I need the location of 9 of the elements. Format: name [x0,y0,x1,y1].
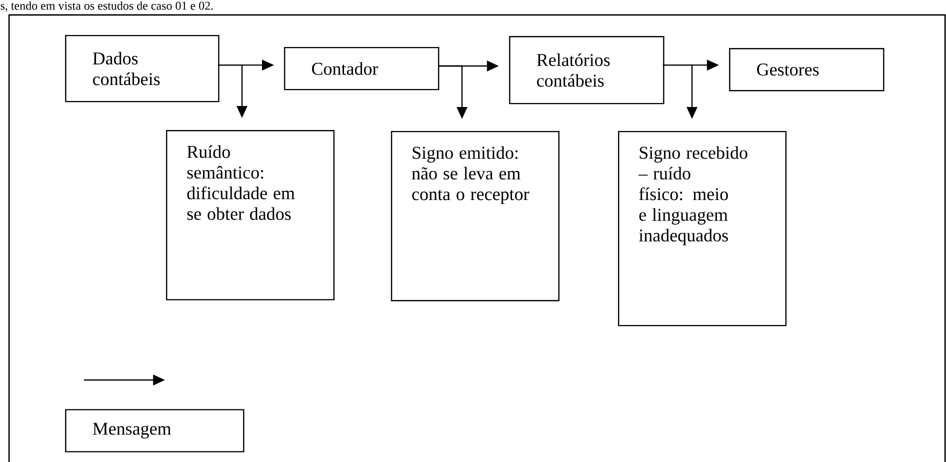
text-line: s, tendo em vista os estudos de caso 01 e 02. [0,1,213,12]
text-box: Contador [284,46,440,90]
legend-box: Mensagem [65,409,244,452]
text-box: Gestores [729,48,884,92]
text-box: Relatórios contábeis [509,36,664,104]
text-box: Signo recebido – ruído físico: meio e linguagem inadequados [618,130,787,326]
text-box: Signo emitido: não se leva em conta o receptor [390,130,560,302]
text-box: Dados contábeis [65,34,220,102]
text-box: Ruído semântico: dificuldade em se obter dados [166,130,335,300]
